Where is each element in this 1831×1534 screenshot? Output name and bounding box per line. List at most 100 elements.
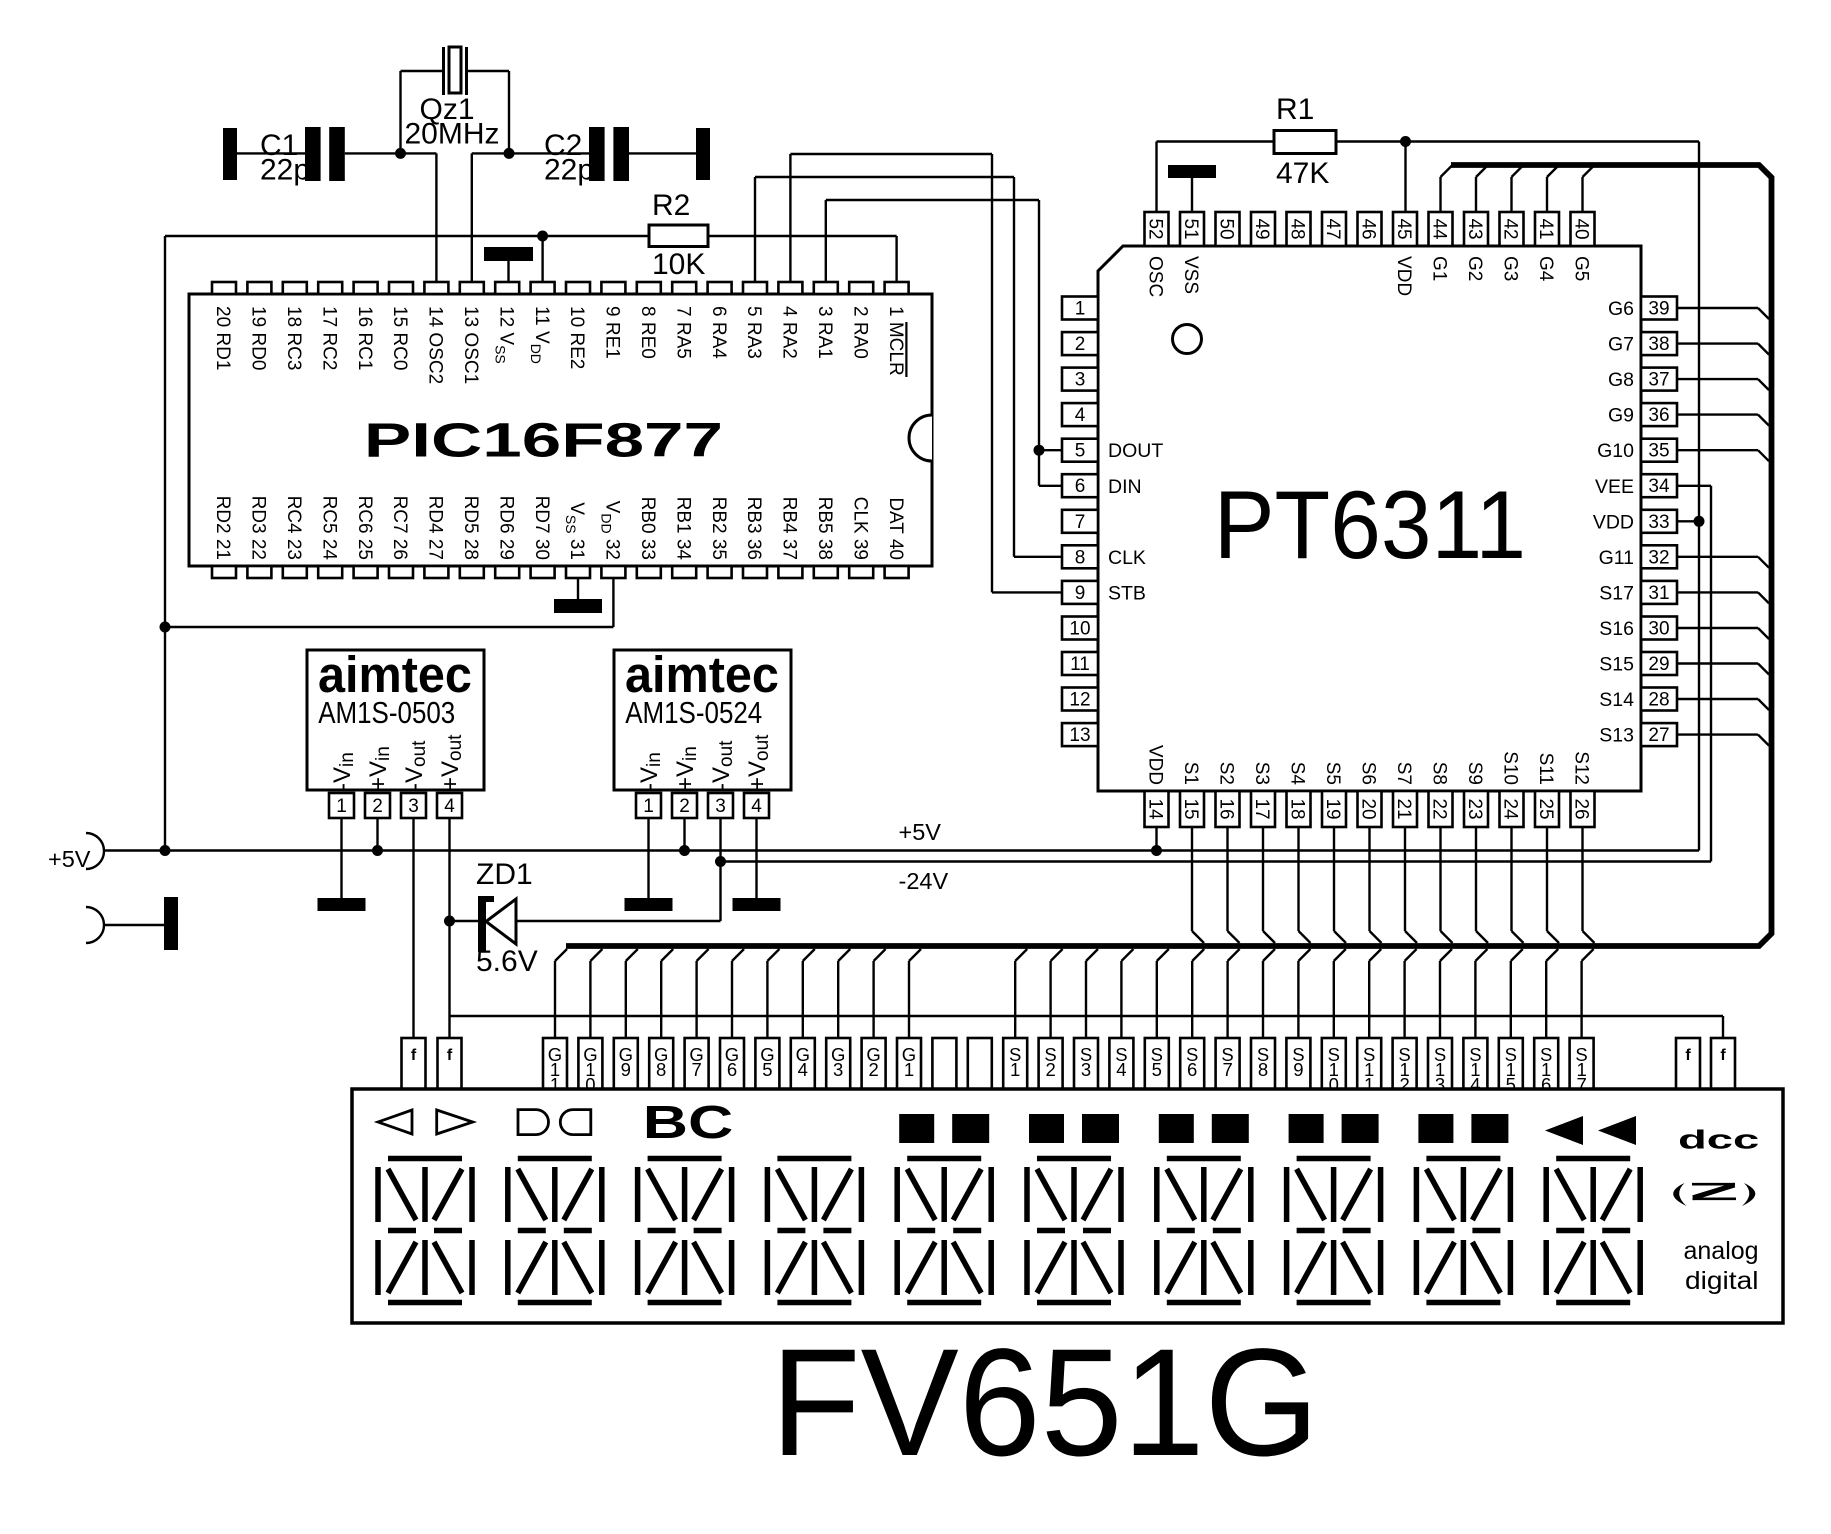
- svg-text:S2: S2: [1216, 762, 1237, 785]
- svg-text:f: f: [1685, 1047, 1691, 1064]
- svg-text:VSS: VSS: [1180, 256, 1201, 294]
- svg-text:G9: G9: [1608, 405, 1634, 427]
- svg-text:5: 5: [1152, 1059, 1162, 1080]
- svg-text:G: G: [548, 1044, 562, 1065]
- svg-text:VDD 32: VDD 32: [599, 501, 623, 560]
- svg-text:analog: analog: [1684, 1237, 1759, 1265]
- svg-text:S: S: [1044, 1044, 1056, 1065]
- svg-text:17: 17: [1251, 798, 1272, 819]
- svg-text:13: 13: [1069, 725, 1090, 746]
- svg-text:DOUT: DOUT: [1108, 440, 1163, 462]
- svg-text:6 RA4: 6 RA4: [708, 306, 729, 359]
- svg-text:46: 46: [1358, 218, 1379, 239]
- svg-text:47: 47: [1322, 218, 1343, 239]
- svg-text:4 RA2: 4 RA2: [779, 306, 800, 359]
- svg-text:S12: S12: [1571, 751, 1592, 785]
- svg-text:20 RD1: 20 RD1: [212, 306, 233, 370]
- svg-text:6: 6: [1187, 1059, 1197, 1080]
- svg-text:52: 52: [1145, 218, 1166, 239]
- svg-text:41: 41: [1535, 218, 1556, 239]
- svg-text:26: 26: [1571, 798, 1592, 819]
- svg-text:4: 4: [751, 796, 762, 817]
- svg-text:G1: G1: [1429, 256, 1450, 281]
- svg-text:S: S: [1575, 1044, 1587, 1065]
- svg-text:36: 36: [1648, 405, 1669, 426]
- svg-text:40: 40: [1571, 218, 1592, 239]
- svg-text:42: 42: [1500, 218, 1521, 239]
- svg-text:18: 18: [1287, 798, 1308, 819]
- svg-text:G11: G11: [1599, 547, 1634, 569]
- svg-text:S: S: [1221, 1044, 1233, 1065]
- svg-text:G: G: [689, 1044, 703, 1065]
- svg-text:f: f: [447, 1047, 453, 1064]
- svg-text:3: 3: [715, 796, 726, 817]
- svg-text:51: 51: [1180, 218, 1201, 239]
- svg-text:9: 9: [1075, 583, 1086, 604]
- svg-text:0: 0: [585, 1074, 595, 1095]
- svg-text:19: 19: [1322, 798, 1343, 819]
- svg-text:7: 7: [691, 1059, 701, 1080]
- svg-text:3: 3: [1435, 1074, 1445, 1095]
- svg-text:2: 2: [679, 796, 690, 817]
- svg-text:4: 4: [798, 1059, 808, 1080]
- svg-text:aimtec: aimtec: [625, 646, 779, 703]
- svg-text:1: 1: [1364, 1059, 1374, 1080]
- svg-text:1: 1: [1399, 1059, 1409, 1080]
- svg-text:1: 1: [1506, 1059, 1516, 1080]
- svg-text:14: 14: [1145, 798, 1166, 820]
- svg-text:7: 7: [1222, 1059, 1232, 1080]
- svg-text:30: 30: [1648, 619, 1669, 640]
- svg-text:22p: 22p: [260, 154, 310, 187]
- svg-text:10: 10: [1069, 619, 1090, 640]
- svg-text:S17: S17: [1599, 582, 1634, 604]
- svg-text:20MHz: 20MHz: [404, 118, 499, 151]
- svg-text:15: 15: [1180, 798, 1201, 819]
- svg-text:S8: S8: [1429, 762, 1450, 785]
- svg-text:f: f: [1720, 1047, 1726, 1064]
- svg-text:1: 1: [1576, 1059, 1586, 1080]
- svg-text:11: 11: [1070, 654, 1090, 675]
- svg-text:aimtec: aimtec: [318, 646, 472, 703]
- svg-text:S: S: [1363, 1044, 1375, 1065]
- svg-text:1: 1: [1010, 1059, 1020, 1080]
- svg-text:RC6 25: RC6 25: [354, 496, 375, 560]
- svg-text:S9: S9: [1464, 762, 1485, 785]
- svg-text:1: 1: [1470, 1059, 1480, 1080]
- svg-text:7: 7: [1075, 512, 1086, 533]
- svg-text:S: S: [1505, 1044, 1517, 1065]
- svg-text:10 RE2: 10 RE2: [566, 306, 587, 369]
- svg-text:28: 28: [1648, 690, 1669, 711]
- svg-text:S: S: [1398, 1044, 1410, 1065]
- svg-text:+5V: +5V: [899, 819, 942, 845]
- svg-text:6: 6: [1075, 476, 1086, 497]
- svg-text:39: 39: [1648, 299, 1669, 320]
- svg-text:4: 4: [1470, 1074, 1480, 1095]
- svg-text:G: G: [583, 1044, 597, 1065]
- svg-text:14 OSC2: 14 OSC2: [425, 306, 446, 384]
- svg-text:digital: digital: [1685, 1266, 1758, 1294]
- svg-text:S5: S5: [1322, 762, 1343, 785]
- svg-text:5 RA3: 5 RA3: [743, 306, 764, 359]
- svg-text:G6: G6: [1608, 298, 1634, 320]
- svg-text:4: 4: [444, 796, 455, 817]
- svg-text:CLK: CLK: [1108, 547, 1146, 569]
- svg-text:33: 33: [1648, 512, 1669, 533]
- svg-text:RB1 34: RB1 34: [672, 497, 693, 561]
- svg-text:VDD: VDD: [1593, 511, 1634, 533]
- svg-text:G: G: [902, 1044, 916, 1065]
- svg-text:3 RA1: 3 RA1: [814, 306, 835, 359]
- svg-text:1: 1: [1329, 1059, 1339, 1080]
- svg-text:47K: 47K: [1276, 157, 1329, 190]
- svg-text:10K: 10K: [652, 248, 705, 281]
- svg-text:R1: R1: [1276, 93, 1314, 126]
- svg-text:S4: S4: [1287, 762, 1308, 786]
- svg-text:S: S: [1115, 1044, 1127, 1065]
- svg-text:18 RC3: 18 RC3: [283, 306, 304, 370]
- svg-text:S: S: [1009, 1044, 1021, 1065]
- svg-text:G: G: [760, 1044, 774, 1065]
- svg-text:C2: C2: [544, 129, 582, 162]
- svg-text:12 VSS: 12 VSS: [492, 306, 516, 364]
- svg-text:S: S: [1540, 1044, 1552, 1065]
- svg-text:1: 1: [1364, 1074, 1374, 1095]
- svg-text:12: 12: [1069, 690, 1090, 711]
